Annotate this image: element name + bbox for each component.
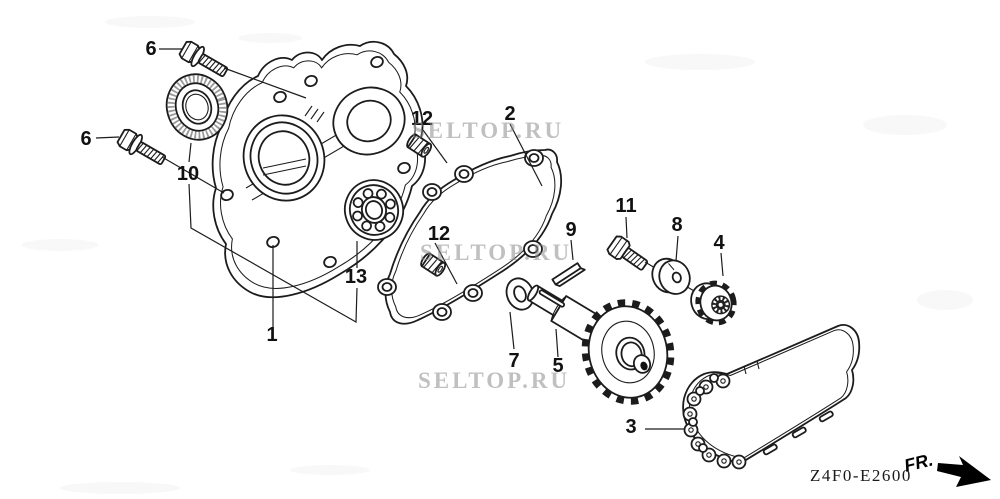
leader-line	[422, 129, 448, 164]
drive-sprocket-large	[581, 299, 675, 405]
woodruff-key	[551, 262, 586, 287]
watermark-text: SELTOP.RU	[412, 118, 564, 143]
front-arrow-icon	[937, 456, 991, 487]
drive-chain	[682, 324, 861, 470]
callout-shaft: 5	[552, 355, 563, 377]
callout-bearing: 13	[345, 266, 367, 288]
callout-sprocket-bolt: 11	[615, 195, 636, 217]
cover-upper-opening	[332, 86, 406, 156]
ball-bearing	[343, 179, 405, 241]
callout-washer: 8	[671, 214, 682, 236]
callout-cover: 1	[266, 324, 277, 346]
callout-sprocket-small: 4	[713, 232, 725, 254]
leader-line	[434, 242, 458, 285]
cover-gasket	[377, 148, 563, 325]
chain-rollers	[682, 373, 747, 470]
front-label: FR.	[902, 449, 935, 475]
sprocket-hub-stub	[632, 354, 652, 374]
cover-bolt-holes	[220, 55, 411, 269]
washer	[651, 257, 691, 295]
callout-oil-seal: 10	[177, 163, 199, 185]
reduction-cover-part	[211, 40, 426, 299]
callout-gasket: 2	[504, 103, 515, 125]
oil-seal	[165, 73, 229, 141]
chain-link-plates	[743, 360, 834, 456]
callout-bolt-lower: 6	[80, 128, 91, 150]
leader-lines	[95, 48, 724, 430]
front-direction-indicator: FR.	[902, 449, 991, 487]
callout-oring: 7	[508, 350, 519, 372]
callout-dowel-upper: 12	[411, 108, 433, 130]
watermark-text: SELTOP.RU	[418, 368, 570, 393]
sprocket-bolt	[605, 233, 652, 276]
callout-dowel-lower: 12	[428, 223, 450, 245]
watermark-text: SELTOP.RU	[420, 240, 572, 265]
seal-collar	[505, 277, 535, 311]
cover-center-opening	[242, 114, 326, 202]
flange-bolt-lower	[114, 125, 170, 171]
callout-key: 9	[565, 219, 576, 241]
callout-chain: 3	[625, 416, 636, 438]
drive-sprocket-small	[690, 280, 737, 326]
drawing-code: Z4F0-E2600	[810, 466, 912, 485]
gasket-holes	[377, 149, 544, 321]
callout-bolt-upper: 6	[145, 38, 156, 60]
paper-noise	[22, 16, 973, 494]
